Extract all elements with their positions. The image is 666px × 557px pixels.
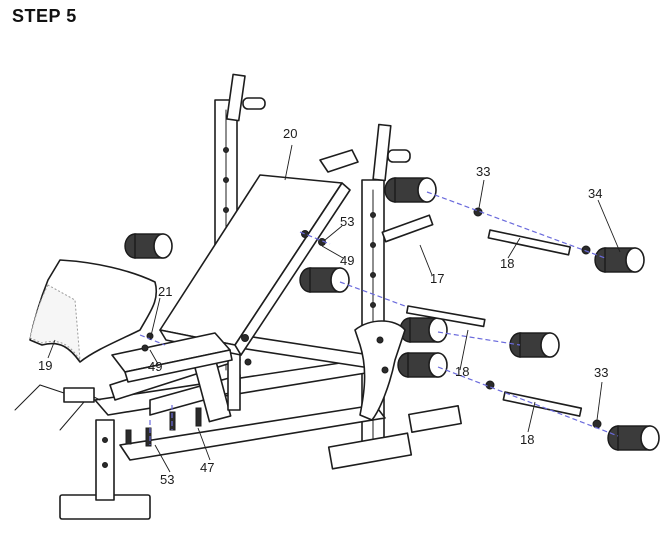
callout-21: 21 [158,284,172,299]
roller-exploded-mid [509,332,560,358]
callout-49-lower: 49 [148,359,162,374]
preacher-curl-pad [29,259,158,363]
back-pad [159,149,359,356]
leader-lines [47,144,621,473]
roller-upper-right [384,177,437,203]
callout-18-lower: 18 [520,432,534,447]
callout-33-lower: 33 [594,365,608,380]
roller-mid-left [299,267,350,293]
roller-tubes [405,229,583,417]
leg-developer-arm [354,320,406,421]
callout-53-upper: 53 [340,214,354,229]
callout-labels: 20 33 34 53 49 17 18 21 19 49 18 33 18 5… [38,126,608,487]
callout-18-middle: 18 [455,364,469,379]
curl-bar-holder [14,384,101,431]
callout-20: 20 [283,126,297,141]
roller-left-upper [124,233,173,259]
callout-49-upper: 49 [340,253,354,268]
assembly-axes [139,191,619,445]
seat-pad [111,332,233,383]
callout-19: 19 [38,358,52,373]
roller-mid-right [399,317,448,343]
callout-33-upper: 33 [476,164,490,179]
roller-lower-left [397,352,448,378]
callout-18-upper: 18 [500,256,514,271]
foam-rollers [124,177,660,451]
callout-47: 47 [200,460,214,475]
roller-exploded-34 [594,247,645,273]
step-title: STEP 5 [12,6,77,26]
callout-53-lower: 53 [160,472,174,487]
roller-exploded-low [607,425,660,451]
callout-17: 17 [430,271,444,286]
callout-34: 34 [588,186,602,201]
